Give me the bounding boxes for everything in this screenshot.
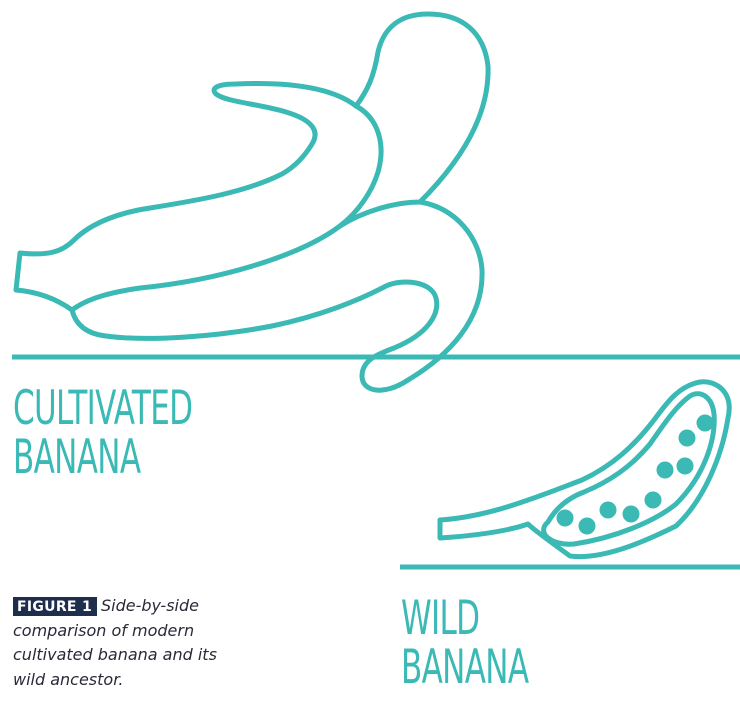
cultivated-heading-line1: CULTIVATED	[13, 384, 192, 433]
seed-dot	[645, 492, 662, 509]
seed-dot	[657, 462, 674, 479]
wild-heading-line2: BANANA	[401, 643, 528, 692]
wild-heading-line1: WILD	[401, 594, 528, 643]
wild-banana-seeds	[557, 415, 714, 535]
figure-label: FIGURE 1	[13, 597, 97, 616]
cultivated-banana-heading: CULTIVATED BANANA	[13, 384, 192, 482]
seed-dot	[697, 415, 714, 432]
seed-dot	[623, 506, 640, 523]
seed-dot	[579, 518, 596, 535]
seed-dot	[557, 510, 574, 527]
seed-dot	[679, 430, 696, 447]
cultivated-heading-line2: BANANA	[13, 433, 192, 482]
seed-dot	[600, 502, 617, 519]
seed-dot	[677, 458, 694, 475]
cultivated-banana-inner-fold	[72, 106, 381, 310]
wild-banana-heading: WILD BANANA	[401, 594, 528, 692]
